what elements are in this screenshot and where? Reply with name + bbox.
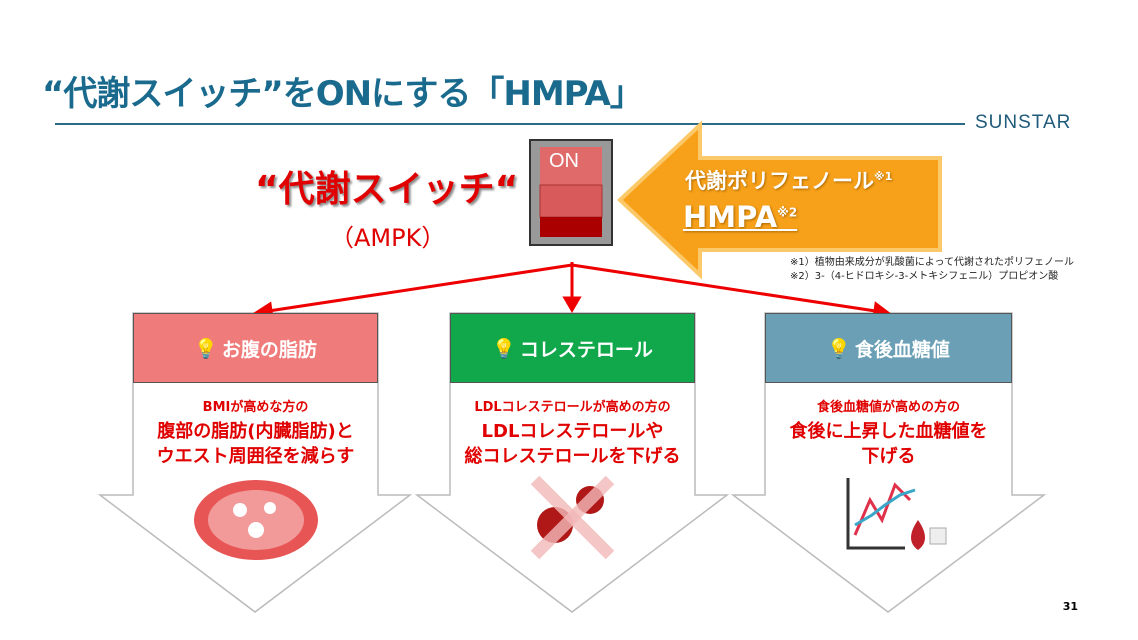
footnote-1: ※1）植物由来成分が乳酸菌によって代謝されたポリフェノール <box>790 257 1074 268</box>
arrow-label-2: HMPA※2 <box>683 200 797 234</box>
cholesterol-cross-icon <box>530 475 615 560</box>
column-text-blood-sugar: 食後血糖値が高めの方の 食後に上昇した血糖値を 下げる <box>765 396 1012 469</box>
header-label: 食後血糖値 <box>854 338 950 361</box>
orange-arrow <box>617 120 942 280</box>
belly-fat-icon <box>194 480 318 560</box>
lightbulb-icon: 💡 <box>194 337 218 360</box>
sunstar-logo: SUNSTAR <box>975 112 1072 133</box>
arrow-label-1: 代謝ポリフェノール※1 <box>685 165 892 195</box>
column-text-belly-fat: BMIが高めな方の 腹部の脂肪(内臓脂肪)と ウエスト周囲径を減らす <box>133 396 378 469</box>
footnote-2: ※2）3-（4-ヒドロキシ-3-メトキシフェニル）プロピオン酸 <box>790 271 1059 282</box>
lightbulb-icon: 💡 <box>492 337 516 360</box>
effect-text: 総コレステロールを下げる <box>464 446 681 467</box>
footnote-ref-2: ※2 <box>777 205 798 220</box>
target-text: LDLコレステロールが高めの方の <box>474 400 671 415</box>
slide-title: “代謝スイッチ”をONにする「HMPA」 <box>42 74 644 114</box>
effect-text: LDLコレステロールや <box>481 421 664 442</box>
column-header-blood-sugar: 💡食後血糖値 <box>765 313 1012 383</box>
column-header-belly-fat: 💡お腹の脂肪 <box>133 313 378 383</box>
lightbulb-icon: 💡 <box>827 337 851 360</box>
target-text: 食後血糖値が高めの方の <box>816 400 960 415</box>
effect-text: 腹部の脂肪(内臓脂肪)と <box>157 421 354 442</box>
hmpa-label: HMPA <box>683 200 778 234</box>
down-arrow-3 <box>730 312 1047 613</box>
switch-title: “代謝スイッチ“ <box>255 169 519 210</box>
polyphenol-label: 代謝ポリフェノール <box>685 169 874 193</box>
effect-text: 下げる <box>861 446 916 467</box>
blood-sugar-chart-icon <box>846 478 947 550</box>
header-label: コレステロール <box>519 338 653 361</box>
down-arrow-1 <box>97 312 413 613</box>
effect-text: 食後に上昇した血糖値を <box>789 421 988 442</box>
arrowhead-center <box>562 296 582 313</box>
target-text: BMIが高めな方の <box>202 400 309 415</box>
column-header-cholesterol: 💡コレステロール <box>450 313 695 383</box>
switch-subtitle: （AMPK） <box>330 224 446 252</box>
column-text-cholesterol: LDLコレステロールが高めの方の LDLコレステロールや 総コレステロールを下げ… <box>450 396 695 469</box>
effect-text: ウエスト周囲径を減らす <box>156 446 355 467</box>
down-arrow-2 <box>414 312 730 613</box>
header-label: お腹の脂肪 <box>221 338 317 361</box>
title-divider <box>55 123 965 125</box>
footnote-ref-1: ※1 <box>874 170 893 183</box>
page-number: 31 <box>1062 600 1078 613</box>
switch-on-label: ON <box>549 150 579 172</box>
switch-icon <box>529 139 613 246</box>
